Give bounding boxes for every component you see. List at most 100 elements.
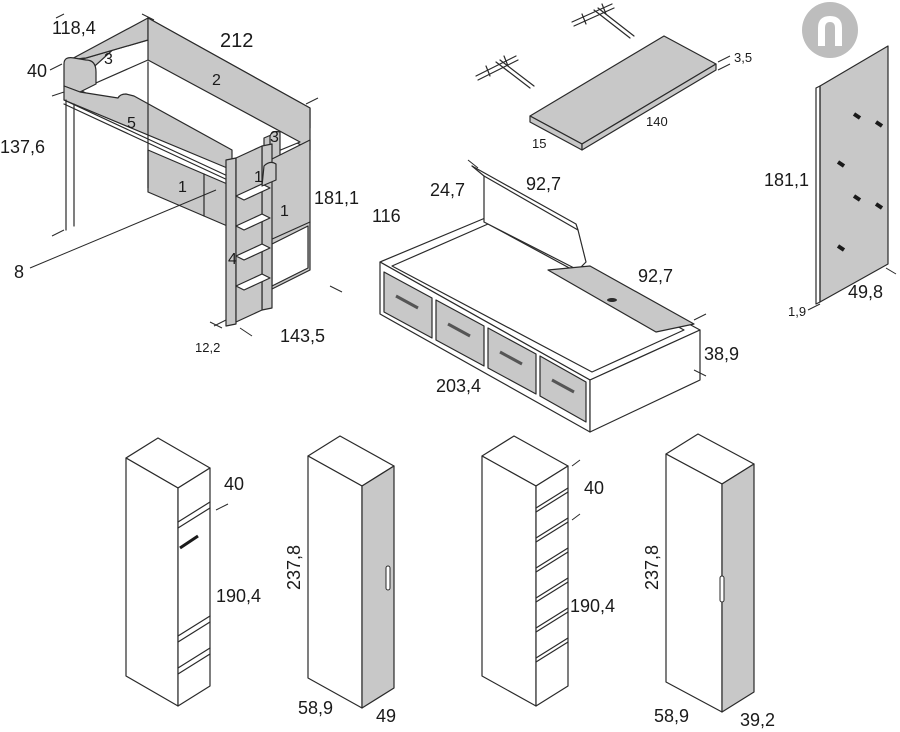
w1-shelf (177, 621, 211, 643)
panel-dim-tick (807, 303, 821, 311)
daybed-well (391, 223, 685, 373)
drawer-handle (447, 322, 471, 338)
bed-dim-tick (329, 285, 343, 293)
w1-side (125, 457, 179, 707)
bracket-plate (573, 7, 615, 27)
daybed-back-height-label: 24,7 (430, 180, 465, 200)
w3-side (481, 455, 537, 707)
shelf-width-label: 140 (646, 114, 668, 129)
daybed-backrest-top (471, 165, 579, 231)
bracket-plate (475, 55, 517, 77)
daybed-dim-tick (467, 159, 479, 169)
daybed-drawer-2 (435, 299, 485, 367)
w1-shelf (177, 507, 211, 529)
drawer-handle (551, 378, 575, 394)
bracket-arm (597, 7, 635, 37)
bed-under-height-label: 137,6 (0, 137, 45, 157)
daybed-dim-tick (693, 313, 707, 377)
w1-shelf (177, 647, 211, 669)
shelf-top (529, 35, 717, 145)
bracket-arm (593, 9, 631, 39)
daybed-width-label: 116 (372, 206, 401, 226)
bed-depth-label: 118,4 (52, 18, 96, 38)
bed-part-number: 2 (212, 72, 221, 89)
w3-shelf (535, 607, 569, 633)
ladder-step-2 (235, 213, 271, 231)
ladder-step-3 (235, 243, 271, 261)
bed-desk-leader (29, 189, 217, 269)
bracket-screw (485, 55, 509, 77)
w2-side (307, 455, 363, 709)
panel-height-label: 181,1 (764, 170, 809, 190)
w3-height-label: 190,4 (570, 596, 615, 616)
bracket-arm (495, 61, 531, 89)
daybed-back-length-label: 92,7 (526, 174, 561, 194)
bed-rail-height-label: 40 (27, 61, 47, 81)
bed-ladder-width-label: 12,2 (195, 340, 220, 355)
w3-shelf (535, 487, 569, 513)
w1-shelf (177, 615, 211, 637)
brand-logo (802, 2, 858, 58)
panel-hook (852, 112, 862, 120)
daybed-top-length-label: 92,7 (638, 266, 673, 286)
w4-depth-label: 58,9 (654, 706, 689, 726)
bracket-screw (581, 3, 607, 25)
panel-thickness-label: 1,9 (788, 304, 806, 319)
w4-door (721, 463, 755, 713)
bracket-arm (499, 59, 535, 87)
bed-dim-tick (55, 13, 65, 19)
daybed-drawer-1 (383, 271, 433, 339)
wardrobe-2-drawing: 237,8 58,9 49 (284, 435, 396, 726)
daybed-end (589, 329, 701, 433)
w3-depth-label: 40 (584, 478, 604, 498)
bed-length-label: 212 (220, 30, 253, 52)
bed-part-number: 5 (127, 115, 136, 132)
panel-hook (836, 244, 846, 252)
shelf-side (581, 63, 717, 151)
w1-height-label: 190,4 (216, 586, 261, 606)
bed-dim-tick (239, 327, 253, 337)
bracket-plate (477, 59, 519, 81)
shelf-dim-tick (717, 55, 731, 71)
wardrobe-3-drawing: 40 190,4 (481, 435, 615, 707)
wardrobe-1-drawing: 40 190,4 (125, 437, 261, 707)
w1-shelf (177, 653, 211, 675)
bed-desk-depth-label: 8 (14, 262, 24, 282)
wall-panel-edge (815, 85, 821, 305)
w2-handle (385, 565, 391, 591)
shelf-depth-label: 15 (532, 136, 546, 151)
bracket-plate (571, 3, 613, 23)
w1-dim-tick (215, 503, 229, 511)
panel-dim-tick (885, 267, 897, 275)
w1-shelf (177, 501, 211, 523)
drawer-handle (499, 350, 523, 366)
daybed-drawer-3 (487, 327, 537, 395)
w1-front (177, 467, 211, 707)
bed-dim-tick (51, 229, 65, 237)
logo-mark-icon (818, 16, 842, 46)
bed-head-guard (63, 57, 97, 93)
ladder-handle (261, 161, 277, 187)
w3-shelf (535, 547, 569, 573)
bed-footprint-label: 143,5 (280, 326, 325, 346)
w4-width-label: 39,2 (740, 710, 775, 730)
panel-hook (836, 160, 846, 168)
loft-bed-drawing: 118,4 212 40 137,6 181,1 8 12,2 143,5 3 … (0, 13, 359, 355)
bed-dim-tick (305, 97, 319, 105)
daybed-drawing: 24,7 92,7 116 92,7 38,9 203,4 (372, 159, 739, 433)
wardrobe-4-drawing: 237,8 58,9 39,2 (642, 433, 775, 730)
panel-hook (874, 120, 884, 128)
bed-cabinet-split (269, 221, 311, 241)
daybed-drawer-4 (539, 355, 587, 423)
w2-depth-label: 58,9 (298, 698, 333, 718)
wall-panel-face (819, 45, 889, 303)
drawer-handle (395, 294, 419, 310)
ladder-step-1 (235, 183, 271, 201)
ladder-step-4 (235, 273, 271, 291)
ladder-left-rail (225, 157, 237, 327)
w3-dim-tick (571, 459, 581, 521)
logo-circle (802, 2, 858, 58)
daybed-backrest (483, 175, 587, 271)
w2-height-label: 237,8 (284, 545, 304, 590)
